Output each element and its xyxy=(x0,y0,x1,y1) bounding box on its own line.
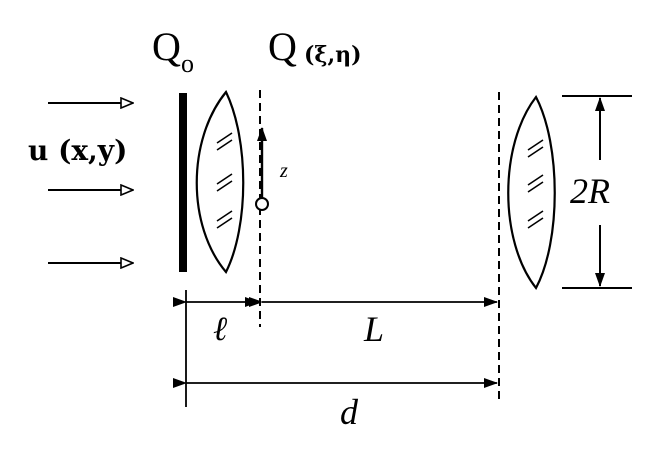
origin-point xyxy=(255,197,269,211)
incident-wave-arrows xyxy=(48,103,133,263)
lens-2 xyxy=(507,94,556,291)
label-q0-subscript: o xyxy=(181,49,194,78)
lens-1-hatching xyxy=(216,132,233,229)
label-dist-d: d xyxy=(340,392,359,432)
label-dist-l: ℓ xyxy=(213,311,227,348)
lens-1 xyxy=(195,89,245,274)
label-dist-L: L xyxy=(363,309,384,349)
lens-2-outline xyxy=(507,94,556,291)
label-aperture: 2R xyxy=(570,171,610,211)
lens-2-hatching xyxy=(527,139,544,229)
aperture-dimension xyxy=(562,95,632,289)
label-q: Q xyxy=(268,24,297,69)
label-q0: Q xyxy=(152,24,181,69)
label-axis-z: z xyxy=(279,160,288,182)
label-field: u (x,y) xyxy=(28,134,127,167)
lens-1-outline xyxy=(195,89,245,274)
z-axis xyxy=(255,127,269,211)
distance-dimensions xyxy=(173,290,498,407)
label-q-coords: (ξ,η) xyxy=(304,42,362,68)
